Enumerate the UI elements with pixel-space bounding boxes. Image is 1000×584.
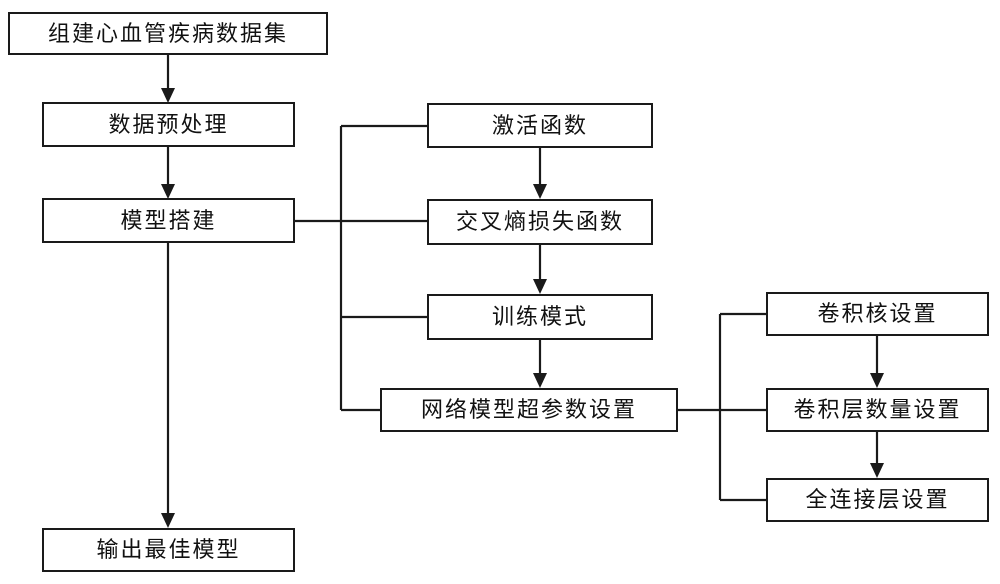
node-dataset-label: 组建心血管疾病数据集 — [47, 20, 288, 46]
edge-conv-layers-to-dense-layers — [870, 432, 884, 478]
node-conv-layers[interactable]: 卷积层数量设置 — [766, 388, 989, 432]
edge-dataset-to-preprocess — [161, 55, 175, 103]
node-train-mode[interactable]: 训练模式 — [427, 294, 653, 340]
node-conv-layers-label: 卷积层数量设置 — [793, 397, 962, 422]
node-hyperparams-label: 网络模型超参数设置 — [420, 397, 637, 422]
node-preprocess-label: 数据预处理 — [108, 111, 229, 137]
node-activation-label: 激活函数 — [491, 112, 588, 138]
node-kernel-label: 卷积核设置 — [817, 301, 938, 326]
node-cross-entropy-label: 交叉熵损失函数 — [455, 209, 624, 234]
node-best-model[interactable]: 输出最佳模型 — [42, 528, 295, 572]
edge-activation-to-cross-entropy — [533, 148, 547, 199]
edge-cross-entropy-to-train-mode — [533, 245, 547, 294]
edge-train-mode-to-hyperparams — [533, 340, 547, 388]
edge-preprocess-to-model-build — [161, 147, 175, 199]
node-model-build[interactable]: 模型搭建 — [42, 198, 295, 243]
node-model-build-label: 模型搭建 — [120, 207, 217, 233]
node-kernel[interactable]: 卷积核设置 — [766, 292, 989, 336]
node-activation[interactable]: 激活函数 — [427, 103, 653, 148]
node-train-mode-label: 训练模式 — [491, 304, 588, 329]
edge-model-build-to-best-model — [161, 243, 175, 528]
node-dense-layers-label: 全连接层设置 — [805, 487, 950, 512]
node-preprocess[interactable]: 数据预处理 — [42, 102, 295, 147]
node-hyperparams[interactable]: 网络模型超参数设置 — [380, 388, 678, 432]
node-dense-layers[interactable]: 全连接层设置 — [766, 478, 989, 522]
node-best-model-label: 输出最佳模型 — [96, 537, 241, 562]
node-cross-entropy[interactable]: 交叉熵损失函数 — [427, 199, 653, 245]
node-dataset[interactable]: 组建心血管疾病数据集 — [8, 12, 328, 55]
edge-kernel-to-conv-layers — [870, 336, 884, 388]
